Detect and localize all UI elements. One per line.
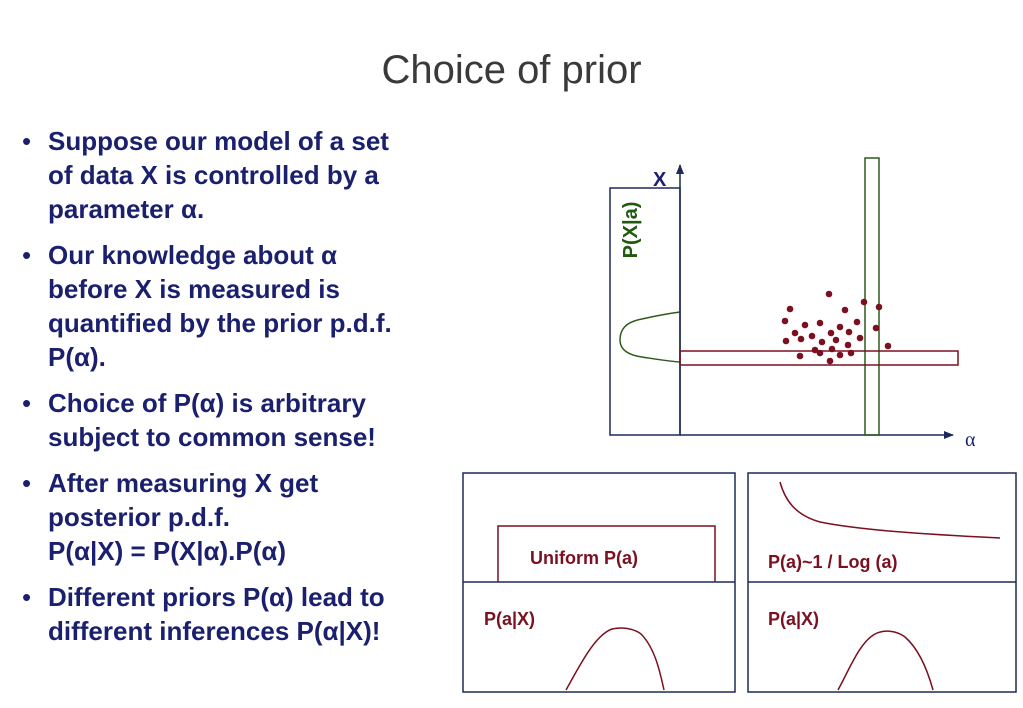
bullet-marker: • (22, 582, 32, 612)
bullet-text-line: before X is measured is (48, 274, 340, 304)
posterior-curve (565, 627, 665, 691)
scatter-point (781, 317, 789, 325)
scatter-point (786, 305, 794, 313)
scatter-point (836, 351, 844, 359)
bullet-text-line: P(α|X) = P(X|α).P(α) (48, 536, 287, 566)
scatter-point (818, 338, 826, 346)
bullet-item: • Suppose our model of a set of data X i… (22, 124, 482, 226)
scatter-point (825, 290, 833, 298)
likelihood-curve (619, 311, 681, 363)
bullet-text-line: quantified by the prior p.d.f. (48, 308, 392, 338)
scatter-point (875, 303, 883, 311)
bullet-text-line: posterior p.d.f. (48, 502, 230, 532)
scatter-point (845, 328, 853, 336)
posterior-curve (837, 630, 934, 691)
scatter-point (796, 352, 804, 360)
scatter-point (860, 298, 868, 306)
bullet-text-line: Our knowledge about α (48, 240, 337, 270)
scatter-point (828, 345, 836, 353)
scatter-point (782, 337, 790, 345)
bullet-marker: • (22, 468, 32, 498)
bullet-text-line: parameter α. (48, 194, 205, 224)
bullet-text-line: Choice of P(α) is arbitrary (48, 388, 366, 418)
scatter-point (816, 319, 824, 327)
uniform-prior-label: Uniform P(a) (530, 548, 638, 568)
x-axis-label: X (653, 169, 667, 191)
scatter-point (816, 349, 824, 357)
likelihood-label: P(X|a) (620, 202, 642, 259)
scatter-point (811, 346, 819, 354)
scatter-point (836, 323, 844, 331)
bullet-text-line: different inferences P(α|X)! (48, 616, 381, 646)
alpha-band (864, 157, 880, 436)
bullet-text-line: Suppose our model of a set (48, 126, 389, 156)
bullet-marker: • (22, 240, 32, 270)
log-prior-panel: P(a)~1 / Log (a) P(a|X) (747, 472, 1017, 693)
bullet-item: • After measuring X get posterior p.d.f.… (22, 466, 482, 568)
likelihood-scatter-diagram: P(X|a) X α (609, 157, 976, 451)
bullet-item: • Different priors P(α) lead to differen… (22, 580, 482, 648)
scatter-point (847, 349, 855, 357)
scatter-point (844, 341, 852, 349)
bullet-marker: • (22, 126, 32, 156)
alpha-axis-label: α (965, 429, 976, 451)
scatter-point (872, 324, 880, 332)
bullet-item: • Choice of P(α) is arbitrary subject to… (22, 386, 482, 454)
scatter-point (827, 329, 835, 337)
scatter-point (856, 334, 864, 342)
scatter-point (841, 306, 849, 314)
bullet-text-line: After measuring X get (48, 468, 319, 498)
bullet-text-line: Different priors P(α) lead to (48, 582, 385, 612)
bullet-marker: • (22, 388, 32, 418)
bullet-text-line: P(α). (48, 342, 106, 372)
scatter-point (826, 357, 834, 365)
scatter-point (853, 318, 861, 326)
scatter-point (808, 332, 816, 340)
posterior-label: P(a|X) (768, 609, 819, 629)
posterior-label: P(a|X) (484, 609, 535, 629)
slide-title: Choice of prior (381, 48, 642, 92)
log-prior-label: P(a)~1 / Log (a) (768, 552, 898, 572)
bullet-text-line: subject to common sense! (48, 422, 376, 452)
log-prior-curve (779, 481, 1001, 539)
bullet-item: • Our knowledge about α before X is meas… (22, 238, 482, 374)
scatter-points (781, 290, 892, 365)
bullet-list: • Suppose our model of a set of data X i… (22, 124, 482, 660)
scatter-point (832, 336, 840, 344)
bullet-text-line: of data X is controlled by a (48, 160, 379, 190)
scatter-point (797, 335, 805, 343)
scatter-point (884, 342, 892, 350)
uniform-prior-curve (497, 525, 716, 582)
uniform-prior-panel: Uniform P(a) P(a|X) (462, 472, 736, 693)
scatter-point (801, 321, 809, 329)
scatter-point (791, 329, 799, 337)
